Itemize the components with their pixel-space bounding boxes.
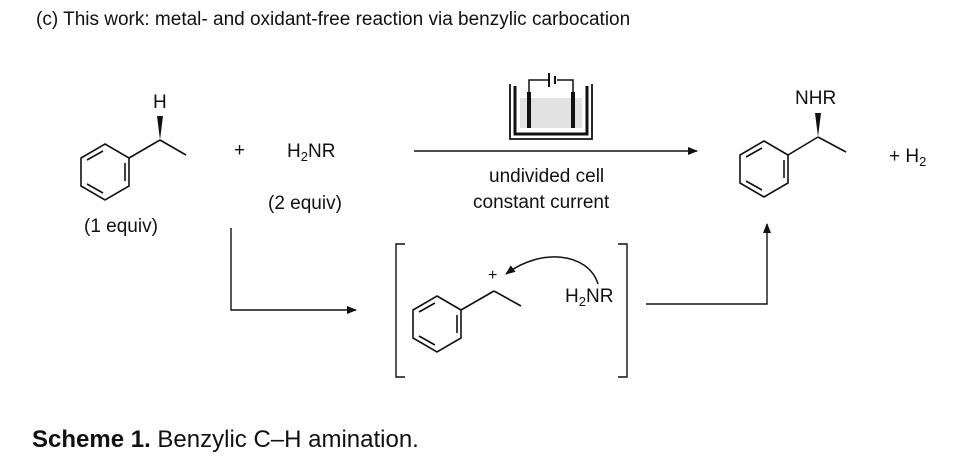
pathway-arrow-to-intermediate [230,228,357,314]
pathway-arrow-to-product [646,223,771,305]
electrochemical-cell-icon [509,73,593,140]
hydrogen-byproduct: + H2 [889,146,927,169]
reactant-equiv: (1 equiv) [84,216,158,237]
amine-equiv: (2 equiv) [268,193,342,214]
reactant-structure [80,116,187,201]
bracket-right [618,243,628,378]
plus-sign: + [234,140,246,161]
product-structure [739,113,847,198]
scheme-caption: Scheme 1. Benzylic C–H amination. [32,426,419,453]
intermediate-amine: H2NR [565,286,614,309]
bracket-left [395,243,405,378]
nucleophilic-attack-arrow [505,256,599,285]
condition-cell: undivided cell [489,166,605,187]
condition-current: constant current [473,192,610,213]
carbocation-charge: + [488,267,498,284]
carbocation-structure [412,290,522,353]
reactant-h-label: H [153,92,167,113]
scheme-header: (c) This work: metal- and oxidant-free r… [36,9,631,30]
amine-reagent: H2NR [287,141,336,164]
product-nhr-label: NHR [795,88,837,109]
